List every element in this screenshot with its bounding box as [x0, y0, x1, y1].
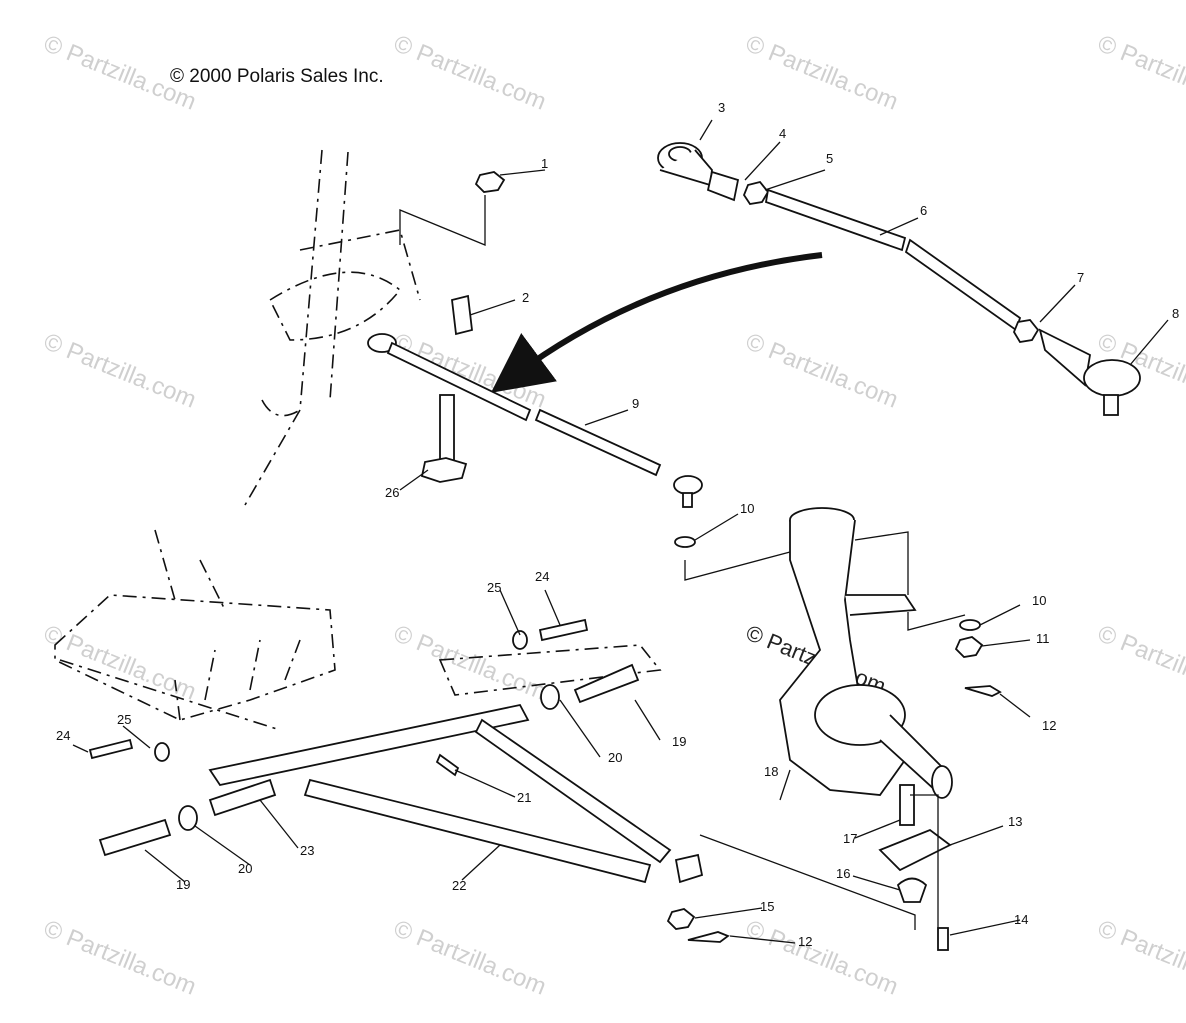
- cotter-pin-12-right: [964, 685, 1002, 697]
- washer-10-top: [674, 536, 696, 548]
- part-label-13: 13: [1008, 814, 1022, 829]
- part-label-22: 22: [452, 878, 466, 893]
- part-label-25-right: 25: [487, 580, 501, 595]
- part-label-21: 21: [517, 790, 531, 805]
- steering-post-phantom: [154, 149, 421, 611]
- part-label-20-left: 20: [238, 861, 252, 876]
- bolt-24-left: [88, 738, 134, 760]
- part-label-11: 11: [1036, 631, 1050, 646]
- part-label-25-left: 25: [117, 712, 131, 727]
- bolt-17: [899, 784, 915, 826]
- leader-lines: [72, 119, 1169, 944]
- bolt-24-right: [538, 618, 589, 642]
- part-label-3: 3: [718, 100, 725, 115]
- part-label-24-right: 24: [535, 569, 549, 584]
- nut-15: [666, 908, 696, 930]
- part-label-15: 15: [760, 899, 774, 914]
- tie-rod-9: [367, 333, 703, 508]
- part-label-10-right: 10: [1032, 593, 1046, 608]
- jam-sleeve-4: [706, 170, 740, 202]
- spacer-20-right: [540, 684, 560, 710]
- part-label-20-right: 20: [608, 750, 622, 765]
- part-label-19-right: 19: [672, 734, 686, 749]
- plate-13: [878, 828, 952, 872]
- frame-phantom: [54, 594, 662, 731]
- part-label-16: 16: [836, 866, 850, 881]
- part-label-8: 8: [1172, 306, 1179, 321]
- part-label-2: 2: [522, 290, 529, 305]
- washer-25-right: [512, 630, 528, 650]
- part-label-4: 4: [779, 126, 786, 141]
- cotter-pin-12-lower: [687, 931, 730, 943]
- part-labels: 1 2 3 4 5 6 7 8 9 10 10 11 12 12 13 14 1…: [56, 100, 1179, 949]
- grease-fitting-21: [435, 753, 460, 777]
- part-label-10-top: 10: [740, 501, 754, 516]
- part-label-9: 9: [632, 396, 639, 411]
- part-label-5: 5: [826, 151, 833, 166]
- pivot-bolt-19-right: [573, 663, 640, 704]
- tie-rod-assembly: [657, 142, 1141, 416]
- part-label-1: 1: [541, 156, 548, 171]
- washer-25-left: [154, 742, 170, 762]
- bolt-26: [420, 394, 468, 483]
- part-label-12-right: 12: [1042, 718, 1056, 733]
- part-label-18: 18: [764, 764, 778, 779]
- nut-11: [954, 636, 984, 658]
- part-label-12-lower: 12: [798, 934, 812, 949]
- nut-1: [474, 171, 506, 193]
- part-label-19-left: 19: [176, 877, 190, 892]
- part-label-23: 23: [300, 843, 314, 858]
- part-label-24-left: 24: [56, 728, 70, 743]
- bushing-23: [208, 778, 277, 817]
- spacer-2: [451, 294, 473, 336]
- ball-joint-16: [896, 877, 928, 903]
- spindle-18: [779, 507, 953, 799]
- part-label-26: 26: [385, 485, 399, 500]
- threaded-rod-6: [764, 188, 907, 252]
- copyright-text: © 2000 Polaris Sales Inc.: [170, 66, 384, 87]
- part-label-17: 17: [843, 831, 857, 846]
- rod-end-8: [1083, 359, 1141, 416]
- a-arm-22: [208, 703, 704, 884]
- rod-end-3: [657, 142, 713, 187]
- jam-nut-7: [1012, 319, 1040, 343]
- assembly-arrow: [490, 252, 823, 393]
- spacer-20-left: [178, 805, 198, 831]
- part-label-7: 7: [1077, 270, 1084, 285]
- pivot-bolt-19-left: [98, 818, 172, 857]
- washer-10-right: [959, 619, 981, 631]
- jam-nut-5: [742, 180, 770, 205]
- part-label-6: 6: [920, 203, 927, 218]
- bolt-14: [937, 927, 949, 951]
- part-label-14: 14: [1014, 912, 1028, 927]
